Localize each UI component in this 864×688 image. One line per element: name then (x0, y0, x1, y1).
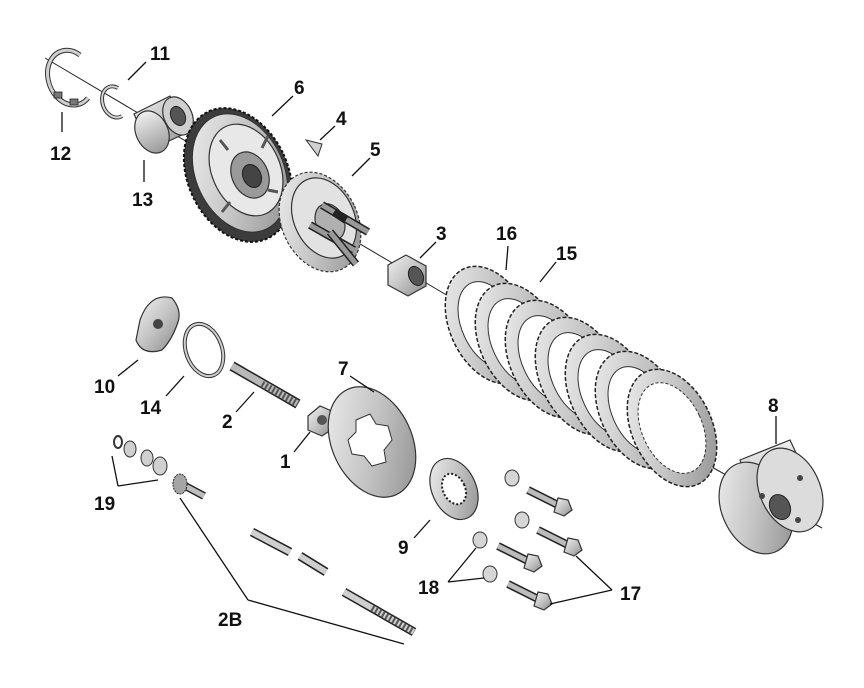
callout-16: 16 (496, 224, 517, 245)
callout-1: 1 (280, 452, 291, 473)
part-19-washers (113, 435, 168, 476)
leader-7 (349, 375, 375, 393)
part-5-clutch-hub (278, 171, 371, 273)
part-10-lock-plate (135, 296, 180, 353)
hub-studs (308, 201, 371, 267)
leader-3 (419, 241, 437, 259)
callout-7: 7 (338, 359, 349, 380)
leader-10 (117, 359, 139, 377)
part-17-bolts (496, 486, 583, 611)
part-7-spring-plate (327, 386, 417, 498)
part-2b-spline-pin (172, 473, 206, 500)
part-2b-rods (249, 528, 417, 636)
part-3-hex-nut (387, 254, 427, 297)
part-12-retaining-ring (45, 47, 90, 108)
part-14-retaining-ring (182, 321, 226, 379)
part-9-diaphragm-washer (429, 457, 479, 521)
callout-8: 8 (768, 396, 779, 417)
callout-4: 4 (336, 109, 347, 130)
callout-2b: 2B (218, 610, 242, 631)
callout-13: 13 (132, 190, 153, 211)
leader-11 (127, 61, 147, 81)
part-8-pressure-plate (718, 439, 824, 555)
callout-19: 19 (94, 494, 115, 515)
callout-15: 15 (556, 244, 578, 265)
callout-6: 6 (294, 78, 305, 99)
part-2-pushrod (229, 361, 301, 409)
callout-10: 10 (94, 377, 115, 398)
leader-14 (165, 375, 185, 397)
part-4-woodruff-key (304, 139, 323, 158)
callout-17: 17 (620, 584, 641, 605)
leader-2 (235, 391, 255, 413)
leader-16 (505, 245, 509, 271)
parts-15-16-clutch-plate-stack (444, 265, 718, 488)
callout-12: 12 (50, 144, 71, 165)
leader-19 (111, 455, 159, 487)
callout-11: 11 (150, 44, 171, 65)
leader-17 (549, 555, 613, 605)
callout-9: 9 (398, 538, 409, 559)
part-18-washers (472, 469, 530, 583)
leader-6 (271, 95, 294, 117)
leader-18 (447, 547, 485, 583)
leader-1 (293, 431, 311, 453)
leader-15 (539, 261, 557, 283)
callout-14: 14 (140, 398, 162, 419)
part-6-clutch-shell (182, 107, 294, 243)
callout-3: 3 (436, 224, 447, 245)
leader-2b (179, 497, 405, 645)
callout-labels: 11 12 13 6 4 5 3 16 15 8 7 10 14 2 1 9 1… (50, 44, 779, 631)
leader-9 (413, 519, 431, 539)
leader-lines (61, 61, 777, 645)
leader-4 (319, 125, 336, 141)
callout-5: 5 (370, 140, 381, 161)
part-13-bearing (133, 95, 194, 154)
callout-18: 18 (418, 578, 439, 599)
callout-2: 2 (222, 412, 233, 433)
part-11-snap-ring (100, 84, 124, 120)
leader-5 (351, 157, 371, 177)
